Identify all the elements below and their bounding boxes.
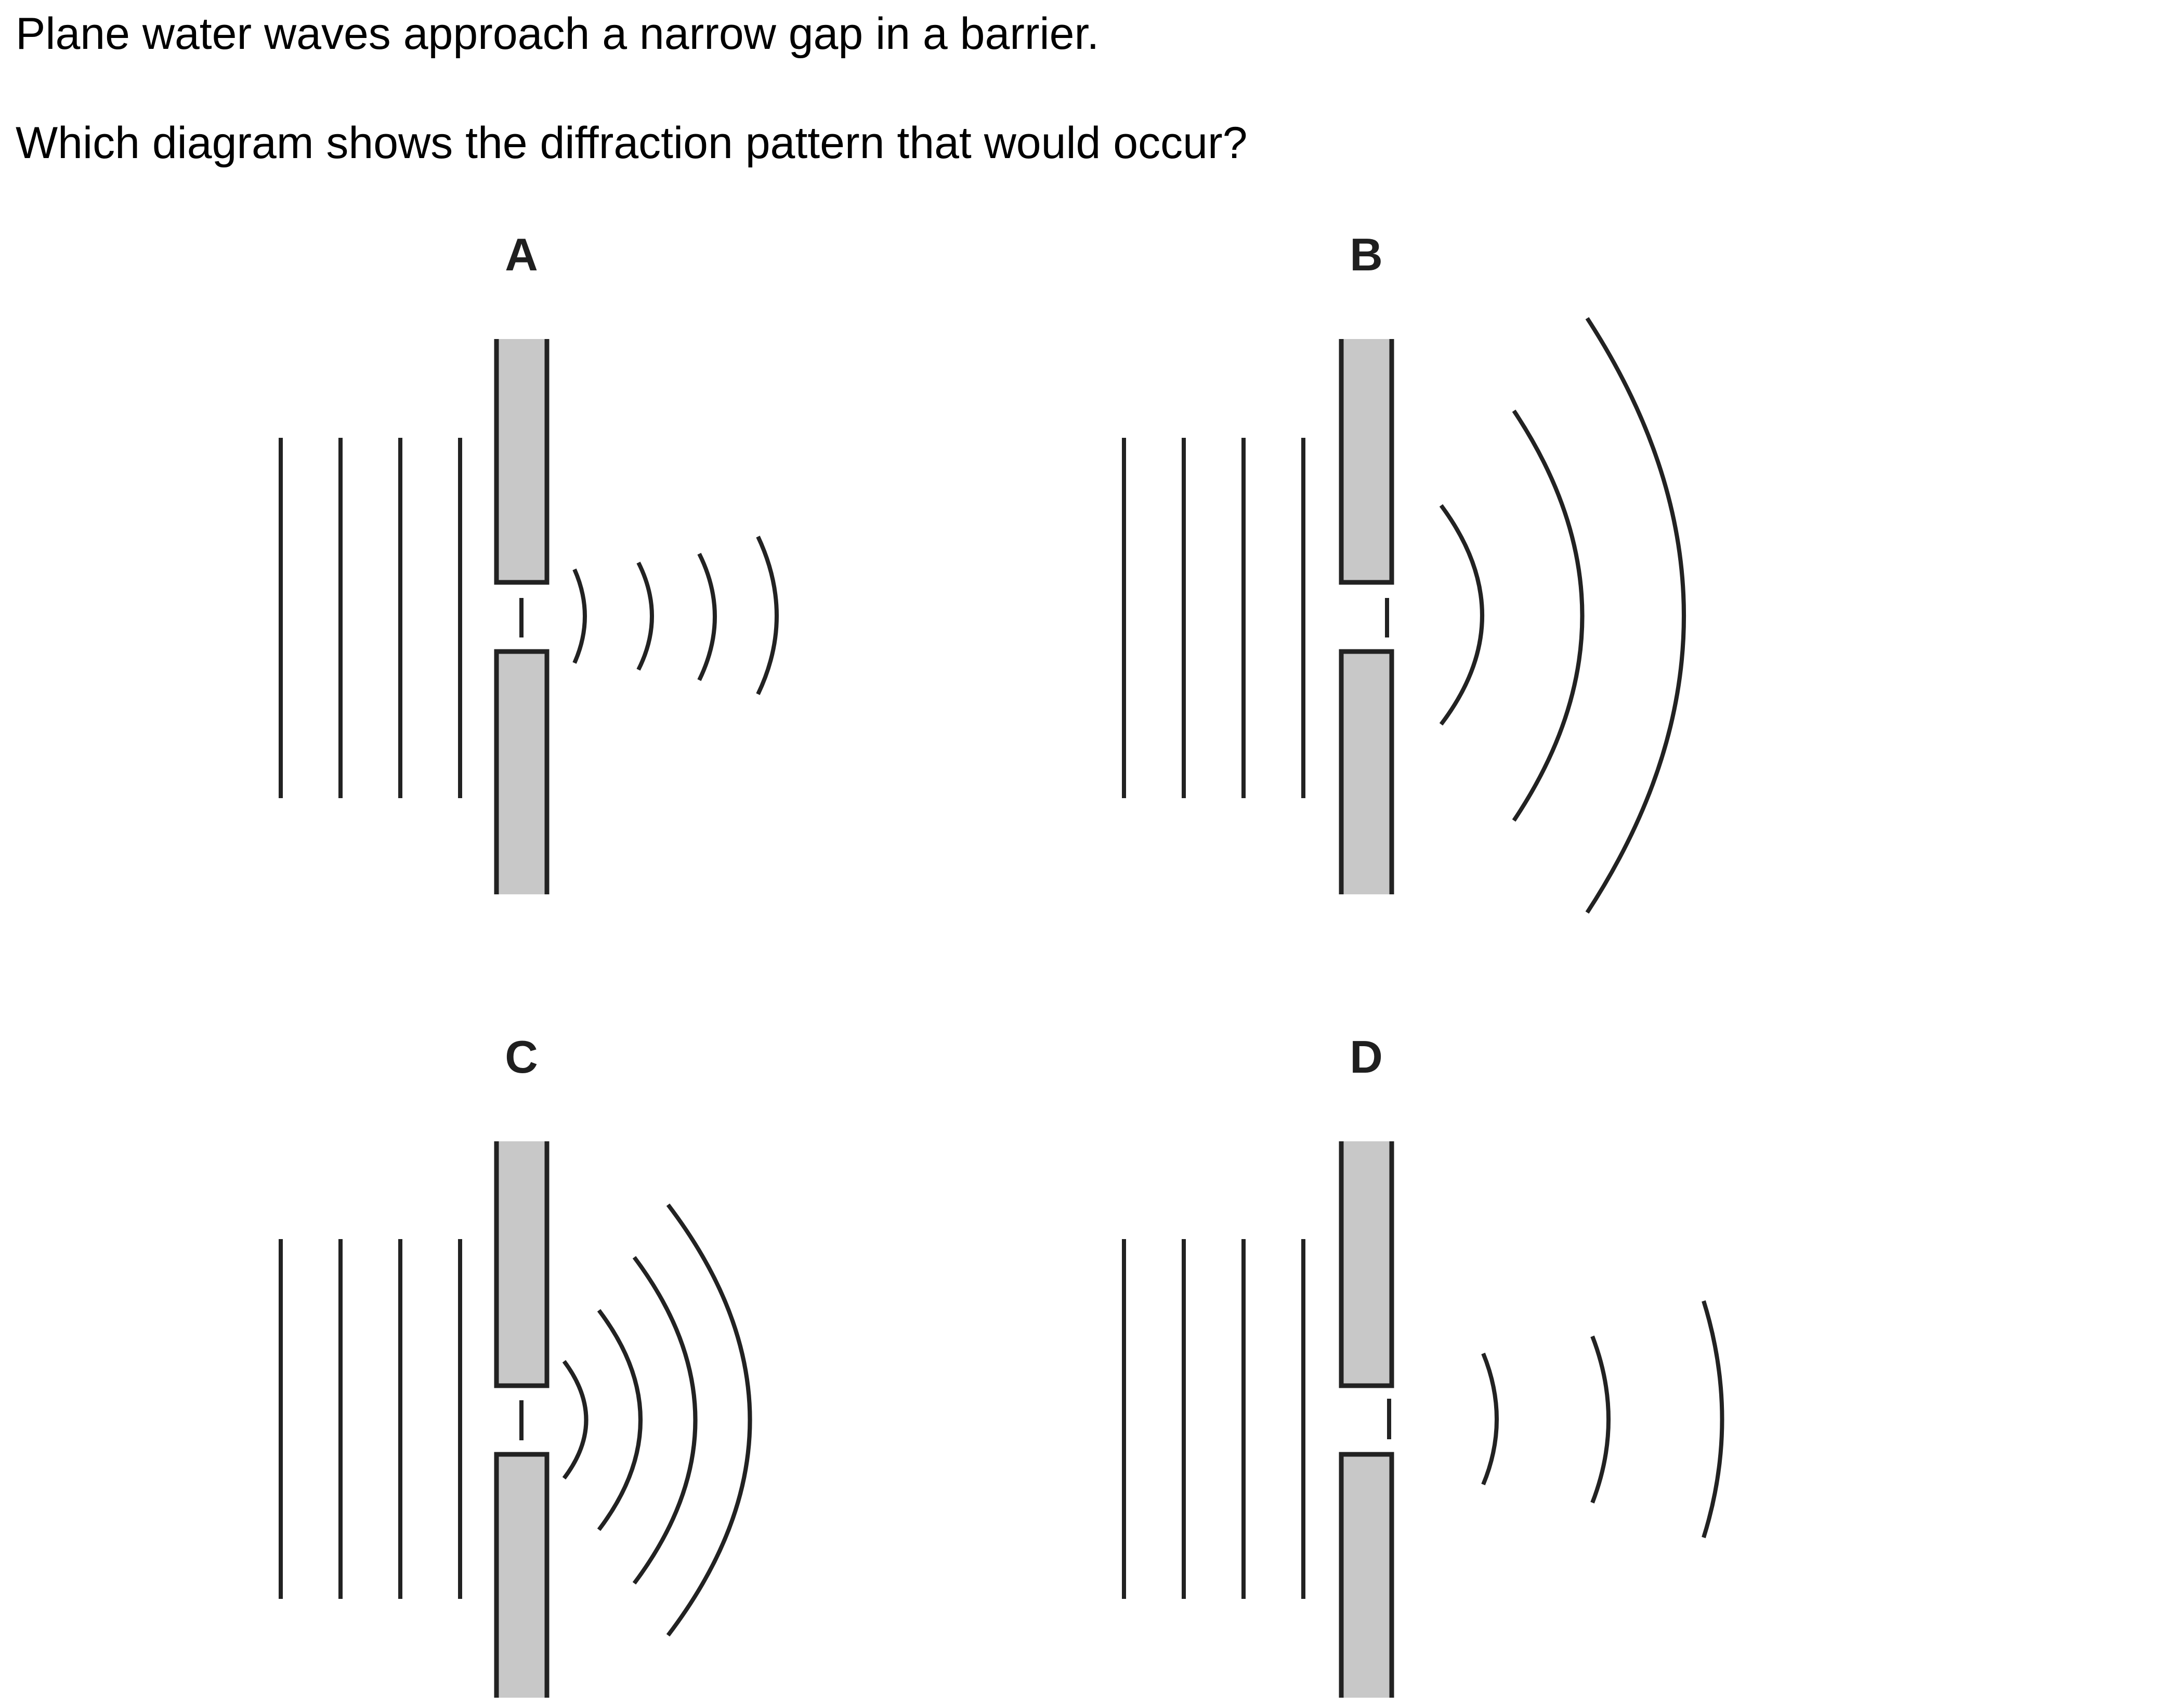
- option-c-barrier-upper: [494, 1141, 550, 1388]
- option-b-barrier-upper: [1339, 339, 1394, 585]
- option-b-diffracted-wave-3: [1585, 317, 1686, 914]
- option-c-barrier-lower: [494, 1452, 550, 1698]
- option-c: C: [279, 1031, 752, 1698]
- option-a-label: A: [505, 229, 538, 280]
- option-c-diffracted-wave-1: [562, 1360, 588, 1480]
- option-b-label: B: [1350, 229, 1383, 280]
- question-line-1: Plane water waves approach a narrow gap …: [16, 9, 1100, 59]
- option-d-diffracted-wave-1: [1481, 1352, 1499, 1486]
- option-b-barrier-lower: [1339, 649, 1394, 894]
- option-c-diffracted-wave-2: [597, 1309, 643, 1531]
- option-a: A: [279, 229, 779, 894]
- option-b-diffracted-wave-2: [1512, 409, 1585, 822]
- option-d-label: D: [1350, 1031, 1383, 1083]
- option-b: B: [1122, 229, 1686, 914]
- option-a-barrier-lower: [494, 649, 550, 894]
- option-b-diffracted-wave-1: [1439, 504, 1484, 726]
- option-a-diffracted-wave-1: [572, 568, 587, 664]
- option-a-diffracted-wave-2: [636, 562, 654, 671]
- option-c-diffracted-wave-4: [666, 1203, 752, 1637]
- option-d-diffracted-wave-3: [1702, 1300, 1724, 1539]
- option-c-label: C: [505, 1031, 538, 1083]
- question-line-2: Which diagram shows the diffraction patt…: [16, 118, 1248, 168]
- option-a-diffracted-wave-3: [697, 553, 717, 681]
- option-d-barrier-upper: [1339, 1141, 1394, 1388]
- option-d-diffracted-wave-2: [1590, 1335, 1611, 1504]
- option-c-diffracted-wave-3: [632, 1256, 698, 1585]
- option-d-barrier-lower: [1339, 1452, 1394, 1698]
- option-a-barrier-upper: [494, 339, 550, 585]
- option-d: D: [1122, 1031, 1724, 1698]
- option-a-diffracted-wave-4: [756, 536, 779, 695]
